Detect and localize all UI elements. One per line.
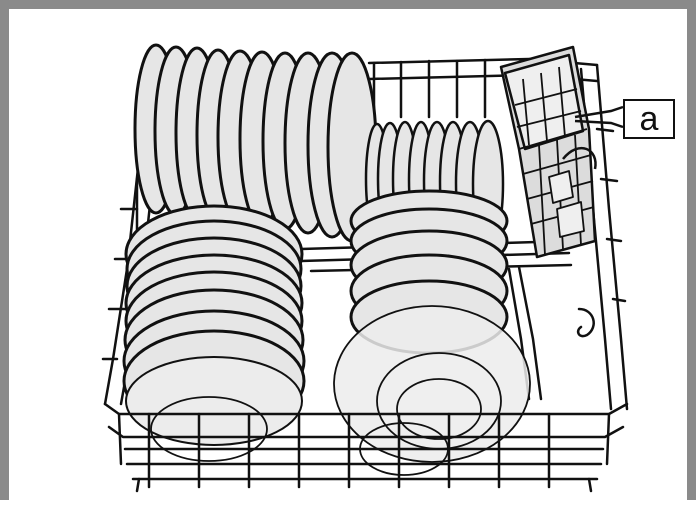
callout-leader-line [574, 105, 624, 129]
callout-label-a: a [623, 99, 675, 139]
dishwasher-rack-illustration [101, 43, 629, 493]
plates-front-center [349, 189, 509, 355]
cutlery-basket [499, 45, 597, 259]
tall-plates-back-row [133, 43, 378, 243]
large-plates-front-left [122, 204, 306, 462]
front-rack-rail [103, 402, 629, 493]
